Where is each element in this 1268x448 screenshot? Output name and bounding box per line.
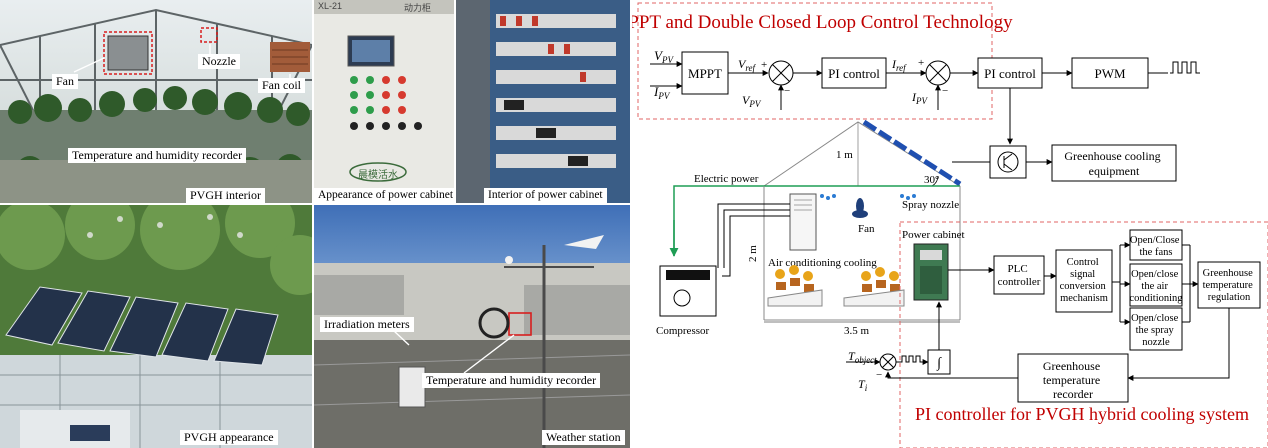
mppt-iref: Iref bbox=[891, 57, 907, 73]
plant-icons bbox=[767, 265, 905, 307]
cabinet-front-illustration bbox=[314, 0, 454, 203]
pi-square-wave bbox=[900, 355, 924, 363]
pi-control-1-label: PI control bbox=[828, 66, 880, 81]
pi-control-2-label: PI control bbox=[984, 66, 1036, 81]
conversion-mechanism-block bbox=[1055, 249, 1113, 313]
aircon-action-block bbox=[1129, 263, 1183, 307]
transistor-box bbox=[989, 145, 1027, 179]
cabinet-inside-illustration bbox=[456, 0, 630, 203]
interior-label-nozzle: Nozzle bbox=[198, 54, 240, 69]
roof-pv-panels bbox=[862, 119, 962, 187]
pwm-square-wave bbox=[1170, 61, 1200, 74]
fans-action-label: Open/Close the fans bbox=[1130, 235, 1182, 258]
ac-cooling-label: Air conditioning cooling bbox=[768, 257, 877, 269]
spray-action-label: Open/close the spray nozzle bbox=[1131, 313, 1181, 348]
cabinet-appearance-caption: Appearance of power cabinet bbox=[314, 188, 454, 203]
pwm-label: PWM bbox=[1094, 66, 1126, 81]
pwm-block bbox=[1071, 57, 1149, 89]
nozzle-icons bbox=[820, 194, 916, 200]
spray-nozzle-label: Spray nozzle bbox=[902, 199, 959, 211]
photo-cabinet-interior: Interior of power cabinet bbox=[456, 0, 630, 203]
photo-weather-station: Irradiation meters Temperature and humid… bbox=[314, 205, 630, 448]
height-2m: 2 m bbox=[747, 245, 759, 262]
temperature-recorder-label: Greenhouse temperature recorder bbox=[1043, 359, 1103, 401]
mppt-section-box bbox=[637, 2, 993, 120]
photo-pvgh-appearance: PVGH appearance bbox=[0, 205, 312, 448]
fans-action-block bbox=[1129, 229, 1183, 261]
plc-controller-label: PLC controller bbox=[998, 263, 1041, 288]
conversion-mechanism-label: Control signal conversion mechanism bbox=[1060, 257, 1109, 304]
sum2-plus: + bbox=[918, 57, 924, 69]
cabinet-logo-text: 晨模活水 bbox=[358, 170, 398, 181]
control-diagram: MPPT and Double Closed Loop Control Tech… bbox=[632, 2, 1268, 448]
height-1m: 1 m bbox=[836, 149, 853, 161]
mppt-title: MPPT and Double Closed Loop Control Tech… bbox=[632, 12, 1013, 33]
mppt-input-i: IPV bbox=[653, 84, 671, 101]
pi-minus: − bbox=[876, 369, 882, 381]
compressor-label: Compressor bbox=[656, 325, 710, 337]
mppt-block-label: MPPT bbox=[688, 66, 722, 81]
pi-section-box bbox=[899, 221, 1268, 448]
transistor-icon bbox=[997, 151, 1019, 173]
cabinet-interior-caption: Interior of power cabinet bbox=[484, 188, 607, 203]
cooling-equipment-label: Greenhouse cooling equipment bbox=[1064, 149, 1163, 178]
weather-label-recorder: Temperature and humidity recorder bbox=[422, 373, 601, 388]
weather-label-irradiation: Irradiation meters bbox=[320, 317, 414, 332]
mppt-input-v: VPV bbox=[654, 48, 674, 65]
interior-illustration bbox=[0, 0, 312, 203]
photo-pvgh-interior: Fan Nozzle Fan coil Temperature and humi… bbox=[0, 0, 312, 203]
cooling-equipment-block bbox=[1051, 144, 1177, 182]
ac-unit bbox=[789, 193, 817, 251]
mppt-vref: Vref bbox=[738, 57, 757, 73]
cabinet-panel-text-right: 动力柜 bbox=[404, 4, 432, 14]
regulation-label: Greenhouse temperature regulation bbox=[1203, 268, 1256, 303]
weather-caption: Weather station bbox=[542, 430, 625, 445]
appearance-caption: PVGH appearance bbox=[180, 430, 278, 445]
aircon-action-label: Open/close the air conditioning bbox=[1129, 269, 1183, 304]
spray-action-block bbox=[1129, 307, 1183, 351]
integral-label: ∫ bbox=[936, 356, 942, 371]
width-35m: 3.5 m bbox=[844, 325, 870, 337]
sum2-minus: − bbox=[942, 85, 948, 97]
fan-icon bbox=[852, 198, 868, 218]
cabinet-panel-text-left: XL-21 bbox=[318, 1, 343, 11]
mppt-block bbox=[681, 51, 729, 95]
interior-caption: PVGH interior bbox=[186, 188, 265, 203]
pi-title: PI controller for PVGH hybrid cooling sy… bbox=[915, 404, 1249, 424]
appearance-illustration bbox=[0, 205, 312, 448]
plc-controller-block bbox=[993, 255, 1045, 295]
photo-cabinet-appearance: XL-21 动力柜 晨模活水 Appearance of power cabin… bbox=[314, 0, 454, 203]
power-cabinet-label: Power cabinet bbox=[902, 229, 965, 241]
fan-label: Fan bbox=[858, 223, 875, 235]
interior-label-fan-coil: Fan coil bbox=[258, 78, 305, 93]
mppt-ipv-feedback: IPV bbox=[911, 90, 928, 106]
electric-power-label: Electric power bbox=[694, 173, 759, 185]
t-object-input: Tobject bbox=[848, 349, 877, 365]
sum1-plus: + bbox=[761, 59, 767, 71]
weather-illustration bbox=[314, 205, 630, 448]
pi-control-block-2 bbox=[977, 57, 1043, 89]
interior-label-fan: Fan bbox=[52, 74, 78, 89]
pi-control-block-1 bbox=[821, 57, 887, 89]
t-i-feedback: Ti bbox=[858, 377, 868, 393]
interior-label-recorder: Temperature and humidity recorder bbox=[68, 148, 247, 163]
sum1-minus: − bbox=[784, 85, 790, 97]
temperature-recorder-block bbox=[1017, 353, 1129, 403]
mppt-vpv-feedback: VPV bbox=[742, 93, 762, 109]
